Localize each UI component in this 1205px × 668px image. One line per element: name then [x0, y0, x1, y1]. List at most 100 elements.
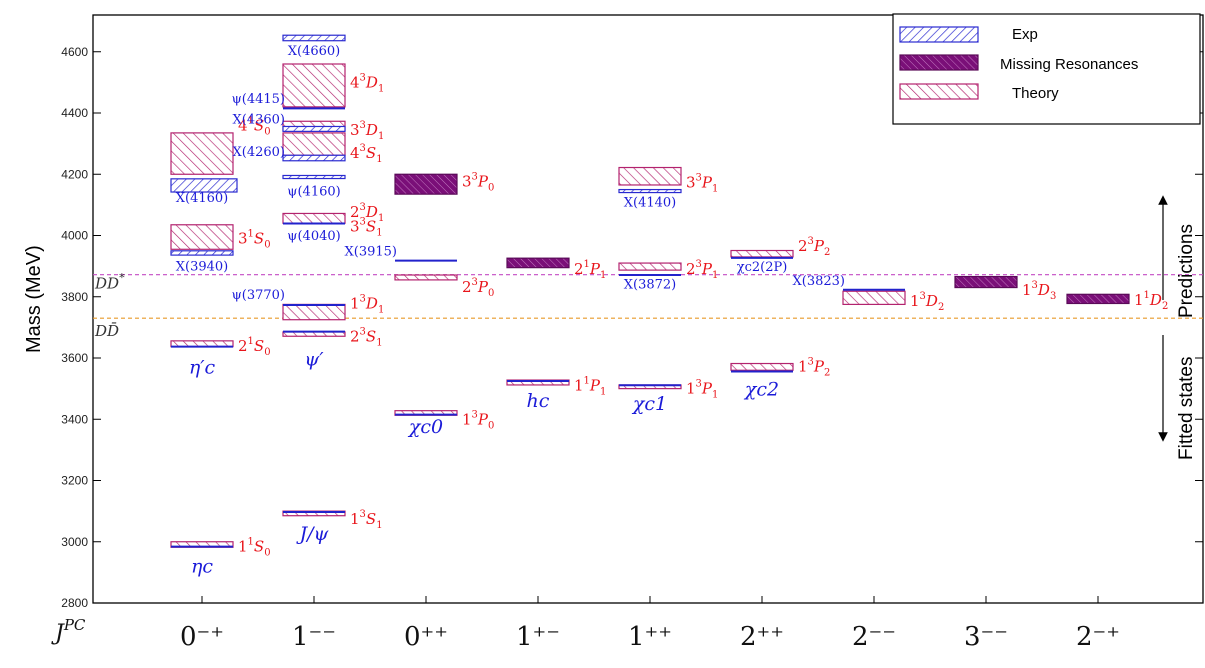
exp-state-label: η′c — [189, 356, 216, 378]
theory-state-label: 23P0 — [462, 277, 494, 299]
legend-swatch-missing — [899, 54, 979, 71]
y-tick-label: 2800 — [61, 596, 88, 610]
theory-state-label: 13D1 — [350, 293, 384, 315]
y-tick-label: 4000 — [61, 229, 88, 243]
theory-state-label: 33P1 — [686, 173, 718, 195]
exp-bar — [282, 34, 346, 42]
theory-bar — [282, 132, 346, 156]
exp-state-label: X(3872) — [624, 277, 676, 292]
jpc-column-label: 2⁺⁺ — [740, 622, 784, 652]
exp-state-label: X(3823) — [793, 274, 845, 289]
jpc-column-label: 0⁻⁺ — [180, 622, 224, 652]
legend-label-missing: Missing Resonances — [1000, 56, 1138, 73]
jpc-column-label: 2⁻⁻ — [852, 622, 896, 652]
theory-bar — [618, 166, 682, 186]
theory-state-label: 23P2 — [798, 236, 830, 258]
theory-bar — [394, 274, 458, 281]
exp-state-label: ψ(3770) — [232, 288, 285, 303]
exp-bar — [282, 174, 346, 180]
theory-bar — [170, 224, 234, 250]
theory-state-label: 11D2 — [1134, 290, 1168, 312]
legend-swatch-theory — [899, 83, 979, 100]
jpc-column-label: 3⁻⁻ — [964, 622, 1008, 652]
legend-swatch-exp — [899, 26, 979, 43]
y-tick-label: 3200 — [61, 474, 88, 488]
y-tick-label: 4200 — [61, 167, 88, 181]
theory-state-label: 23P1 — [686, 259, 718, 281]
exp-state-label: ηc — [191, 555, 213, 577]
exp-state-label: ψ(4415) — [232, 92, 285, 107]
theory-bar — [730, 362, 794, 371]
exp-state-label: ψ(4040) — [287, 229, 340, 244]
exp-state-label: X(4140) — [624, 195, 676, 210]
exp-state-label: χc2 — [743, 378, 779, 400]
missing-bar — [1066, 293, 1130, 305]
exp-state-label: χc2(2P) — [737, 260, 788, 275]
jpc-column-label: 0⁺⁺ — [404, 622, 448, 652]
theory-bar — [282, 63, 346, 108]
exp-bar — [170, 178, 238, 193]
y-tick-label: 3000 — [61, 535, 88, 549]
exp-state-label: X(3940) — [176, 260, 228, 275]
exp-state-label: ψ(4160) — [287, 185, 340, 200]
exp-state-label: X(4360) — [233, 113, 285, 128]
y-tick-label: 3600 — [61, 351, 88, 365]
exp-bar — [618, 188, 682, 194]
theory-state-label: 11S0 — [238, 536, 271, 558]
jpc-column-label: 1⁻⁻ — [292, 622, 336, 652]
theory-state-label: 33D1 — [350, 120, 384, 142]
theory-bar — [282, 212, 346, 224]
threshold-label: DD̄ — [94, 322, 119, 340]
legend-label-exp: Exp — [1012, 26, 1038, 43]
theory-bar — [730, 249, 794, 258]
theory-state-label: 13D2 — [910, 291, 944, 313]
fitted-states-label: Fitted states — [1176, 357, 1197, 461]
exp-state-label: J/ψ — [296, 523, 330, 545]
y-tick-label: 3400 — [61, 412, 88, 426]
exp-state-label: χc0 — [407, 416, 443, 438]
plot-frame — [92, 14, 1204, 604]
theory-state-label: 13P0 — [462, 409, 494, 431]
theory-state-label: 13D3 — [1022, 280, 1056, 302]
missing-bar — [394, 173, 458, 195]
jpc-column-label: 2⁻⁺ — [1076, 622, 1120, 652]
exp-state-label: X(4160) — [176, 191, 228, 206]
jpc-column-label: 1⁺⁺ — [628, 622, 672, 652]
y-tick-label: 4600 — [61, 45, 88, 59]
y-axis-title: Mass (MeV) — [23, 245, 45, 353]
theory-bar — [282, 303, 346, 321]
theory-state-label: 23S1 — [350, 327, 383, 349]
missing-bar — [954, 275, 1018, 289]
exp-state-label: X(4260) — [233, 145, 285, 160]
theory-state-label: 33S1 — [350, 216, 383, 238]
theory-state-label: 43S1 — [350, 143, 383, 165]
missing-bar — [506, 257, 570, 269]
theory-state-label: 11P1 — [574, 376, 606, 398]
exp-state-label: χc1 — [631, 393, 667, 415]
theory-state-label: 13P1 — [686, 379, 718, 401]
theory-state-label: 21P1 — [574, 259, 606, 281]
level-labels: 41S031S021S011S043D133D143S123D133S113D1… — [176, 44, 1169, 578]
y-tick-label: 3800 — [61, 290, 88, 304]
theory-state-label: 41S0 — [238, 115, 271, 137]
exp-bar — [282, 125, 346, 132]
exp-state-label: X(3915) — [345, 244, 397, 259]
level-bars — [170, 34, 1130, 548]
legend-label-theory: Theory — [1012, 85, 1059, 102]
theory-state-label: 43D1 — [350, 72, 384, 94]
legend: Exp Missing Resonances Theory — [892, 13, 1201, 125]
theory-bar — [170, 132, 234, 175]
exp-state-label: X(4660) — [288, 44, 340, 59]
jpc-column-label: 1⁺⁻ — [516, 622, 560, 652]
jpc-title: JPC — [51, 616, 86, 646]
exp-state-label: ψ′ — [304, 349, 324, 371]
theory-bar — [842, 290, 906, 306]
theory-state-label: 33P0 — [462, 171, 494, 193]
predictions-label: Predictions — [1176, 224, 1197, 318]
theory-state-label: 21S0 — [238, 336, 271, 358]
axes: 2800 3000 3200 3400 3600 3800 4000 4200 4400 4600… — [23, 45, 1203, 652]
theory-state-label: 13P2 — [798, 357, 830, 379]
theory-state-label: 13S1 — [350, 509, 383, 531]
y-tick-label: 4400 — [61, 106, 88, 120]
